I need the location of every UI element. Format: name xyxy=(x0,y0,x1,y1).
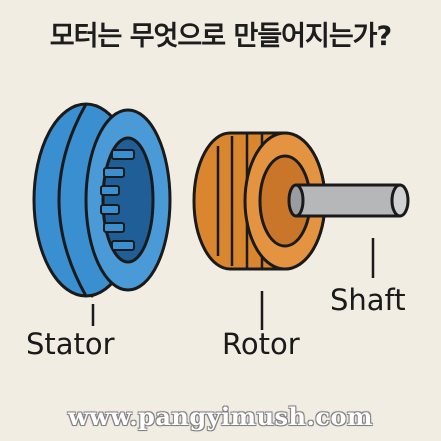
page-title: 모터는 무엇으로 만들어지는가? xyxy=(49,21,392,52)
shaft-illustration xyxy=(287,183,410,218)
stator-label: Stator xyxy=(26,327,115,361)
watermark: www.pangyimush.com xyxy=(68,402,373,431)
rotor-label: Rotor xyxy=(222,327,300,361)
stator-illustration xyxy=(32,102,172,298)
shaft-label: Shaft xyxy=(330,283,406,317)
